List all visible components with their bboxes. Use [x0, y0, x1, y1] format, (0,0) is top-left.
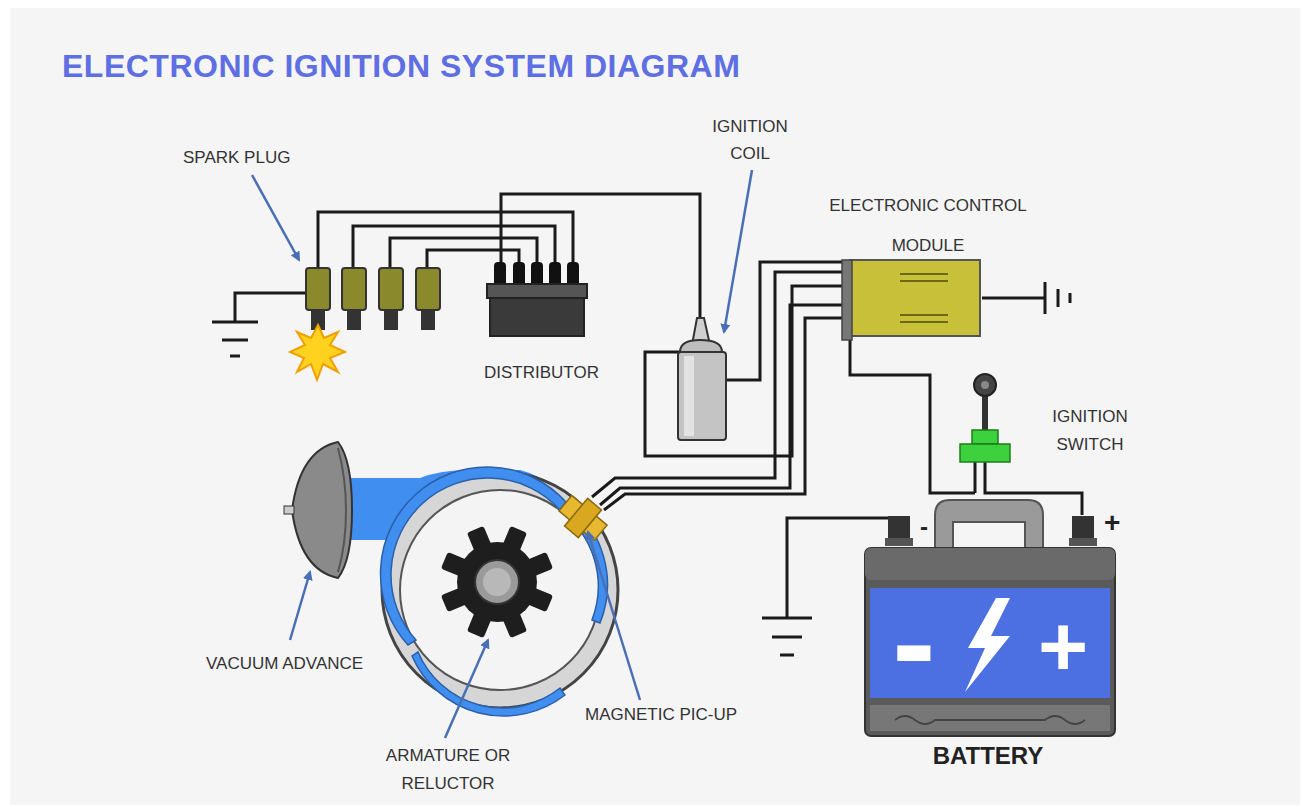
- part-label: ARMATURE OR RELUCTOR: [373, 742, 523, 798]
- terminal-sign: -: [920, 516, 928, 537]
- part-label: SPARK PLUG: [183, 147, 290, 168]
- part-label: IGNITION COIL: [695, 113, 805, 167]
- part-label: BATTERY: [908, 742, 1068, 770]
- battery-sign: -: [874, 572, 954, 712]
- diagram-title: ELECTRONIC IGNITION SYSTEM DIAGRAM: [62, 48, 740, 85]
- part-label: IGNITION SWITCH: [1035, 403, 1145, 459]
- battery-sign: +: [1023, 598, 1103, 694]
- part-label: MAGNETIC PIC-UP: [585, 704, 737, 725]
- part-label: VACUUM ADVANCE: [206, 653, 363, 674]
- part-label: DISTRIBUTOR: [484, 362, 599, 383]
- part-label: ELECTRONIC CONTROL MODULE: [803, 186, 1053, 266]
- terminal-sign: +: [1104, 512, 1120, 533]
